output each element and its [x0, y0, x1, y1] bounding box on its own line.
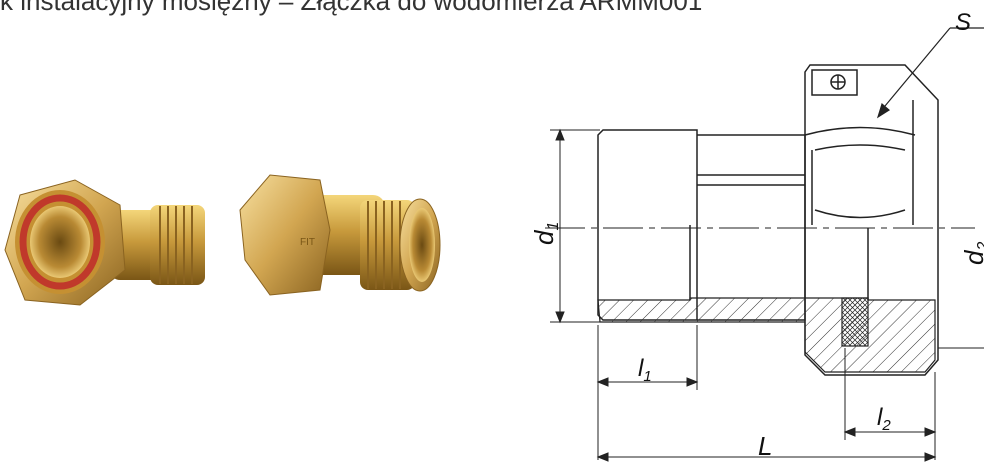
gasket-ring [19, 194, 101, 290]
fitting-left [4, 179, 205, 306]
label-l2: l2 [877, 404, 891, 434]
label-L: L [758, 431, 772, 461]
label-d1: d1 [529, 222, 562, 245]
page-title: k instalacyjny mosiężny – Złączka do wod… [0, 0, 703, 16]
part-outline [597, 64, 939, 376]
technical-drawing: S d1 d2 l1 l2 L [529, 9, 984, 462]
thread-left [150, 205, 205, 285]
label-d2: d2 [959, 242, 984, 265]
label-s: S [955, 9, 971, 36]
hatched-section [597, 297, 936, 373]
gasket-section [841, 297, 869, 347]
label-l1: l1 [638, 355, 652, 385]
dimension-lines [550, 128, 984, 462]
product-photo: FIT [4, 174, 441, 306]
s-leader [876, 27, 984, 119]
svg-text:d2: d2 [959, 242, 984, 265]
fitting-right: FIT [239, 174, 441, 296]
fit-marking: FIT [300, 237, 315, 248]
hex-nut-right [239, 174, 331, 296]
svg-text:d1: d1 [529, 222, 562, 245]
